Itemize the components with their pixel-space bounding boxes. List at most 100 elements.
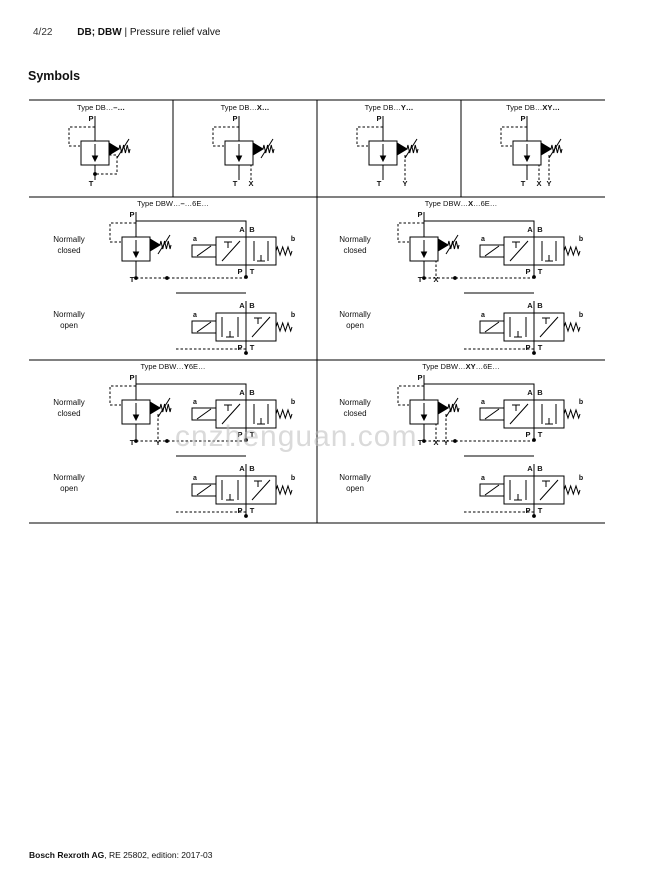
adjust-arrow (445, 234, 459, 255)
solenoid-a-label: a (193, 475, 197, 482)
port-p-label: P (417, 373, 422, 382)
state-label-closed: Normally (339, 398, 371, 407)
type-label: Type DBW…Y6E… (140, 362, 205, 371)
port-p-label: P (237, 267, 242, 276)
port-p-label: P (237, 430, 242, 439)
solenoid-a-label: a (481, 312, 485, 319)
adjust-spring (447, 403, 460, 413)
state-label-open: Normally (339, 310, 371, 319)
spring-b-label: b (579, 475, 583, 482)
port-p-label: P (525, 506, 530, 515)
port-x-label: X (433, 438, 438, 447)
port-b-label: B (249, 388, 255, 397)
pressure-relief-valve-symbol: PT (68, 114, 131, 188)
solenoid-line (484, 408, 500, 420)
port-a-label: A (527, 464, 533, 473)
port-p-label: P (525, 267, 530, 276)
state-label-open: open (346, 484, 364, 493)
solenoid-line (196, 408, 212, 420)
port-p-label: P (417, 210, 422, 219)
port-t-label: T (89, 179, 94, 188)
adjust-arrow (116, 138, 130, 159)
port-a-label: A (527, 301, 533, 310)
solenoid-line (196, 484, 212, 496)
arrow-head (420, 251, 428, 259)
page-number: 4/22 (33, 27, 53, 38)
port-t-label: T (250, 267, 255, 276)
flow-path (221, 240, 241, 262)
port-t-label: T (538, 430, 543, 439)
port-t-label: T (538, 343, 543, 352)
junction-dot (422, 276, 426, 280)
pilot-line (212, 126, 239, 147)
adjust-spring (118, 144, 131, 154)
arrow-head (420, 414, 428, 422)
arrow-head (235, 155, 243, 163)
drain-line (95, 154, 118, 175)
header-title: Pressure relief valve (129, 27, 221, 38)
solenoid-a-label: a (193, 399, 197, 406)
junction-dot (134, 439, 138, 443)
watermark: cnzhenguan.com (175, 420, 418, 453)
pilot-line (356, 126, 383, 147)
port-b-label: B (249, 225, 255, 234)
adjust-spring (262, 144, 275, 154)
footer-company: Bosch Rexroth AG (29, 850, 105, 860)
type-label: Type DBW…X…6E… (425, 199, 498, 208)
port-y-label: Y (402, 179, 407, 188)
arrow-head (132, 414, 140, 422)
port-x-label: X (536, 179, 541, 188)
state-label-closed: closed (57, 246, 80, 255)
pilot-triangle (108, 142, 120, 156)
page-footer: Bosch Rexroth AG, RE 25802, edition: 201… (29, 850, 212, 860)
junction-dot (244, 514, 248, 518)
port-p-label: P (129, 373, 134, 382)
type-label: Type DB…X… (221, 103, 270, 112)
pilot-connection (423, 383, 535, 388)
port-p-label: P (525, 430, 530, 439)
state-label-closed: Normally (339, 235, 371, 244)
page-header: 4/22 DB; DBW | Pressure relief valve (33, 27, 220, 38)
port-t-label: T (233, 179, 238, 188)
port-p-label: P (232, 114, 237, 123)
port-y-label: Y (443, 438, 448, 447)
port-t-label: T (130, 438, 135, 447)
port-t-label: T (130, 275, 135, 284)
port-a-label: A (239, 388, 245, 397)
type-label: Type DBW…–…6E… (137, 199, 209, 208)
flow-path (509, 240, 529, 262)
port-t-label: T (418, 275, 423, 284)
state-label-open: Normally (339, 473, 371, 482)
adjust-spring (159, 403, 172, 413)
return-spring (563, 321, 581, 333)
arrow-head (132, 251, 140, 259)
state-label-closed: closed (343, 246, 366, 255)
adjust-spring (406, 144, 419, 154)
port-p-label: P (129, 210, 134, 219)
pilot-triangle (149, 401, 161, 415)
adjust-arrow (157, 397, 171, 418)
adjust-arrow (548, 138, 562, 159)
port-b-label: B (537, 301, 543, 310)
state-label-open: open (60, 484, 78, 493)
return-spring (563, 245, 581, 257)
spring-b-label: b (291, 312, 295, 319)
flow-path (509, 403, 529, 425)
pilot-line (500, 126, 527, 147)
arrow-head (91, 155, 99, 163)
port-b-label: B (537, 388, 543, 397)
port-t-label: T (538, 267, 543, 276)
junction-dot (134, 276, 138, 280)
spring-b-label: b (579, 312, 583, 319)
type-labels: Type DB…–…Type DB…X…Type DB…Y…Type DB…XY… (77, 103, 560, 371)
solenoid-a-label: a (193, 312, 197, 319)
return-spring (275, 321, 293, 333)
state-label-closed: Normally (53, 235, 85, 244)
pilot-triangle (540, 142, 552, 156)
return-spring (563, 408, 581, 420)
